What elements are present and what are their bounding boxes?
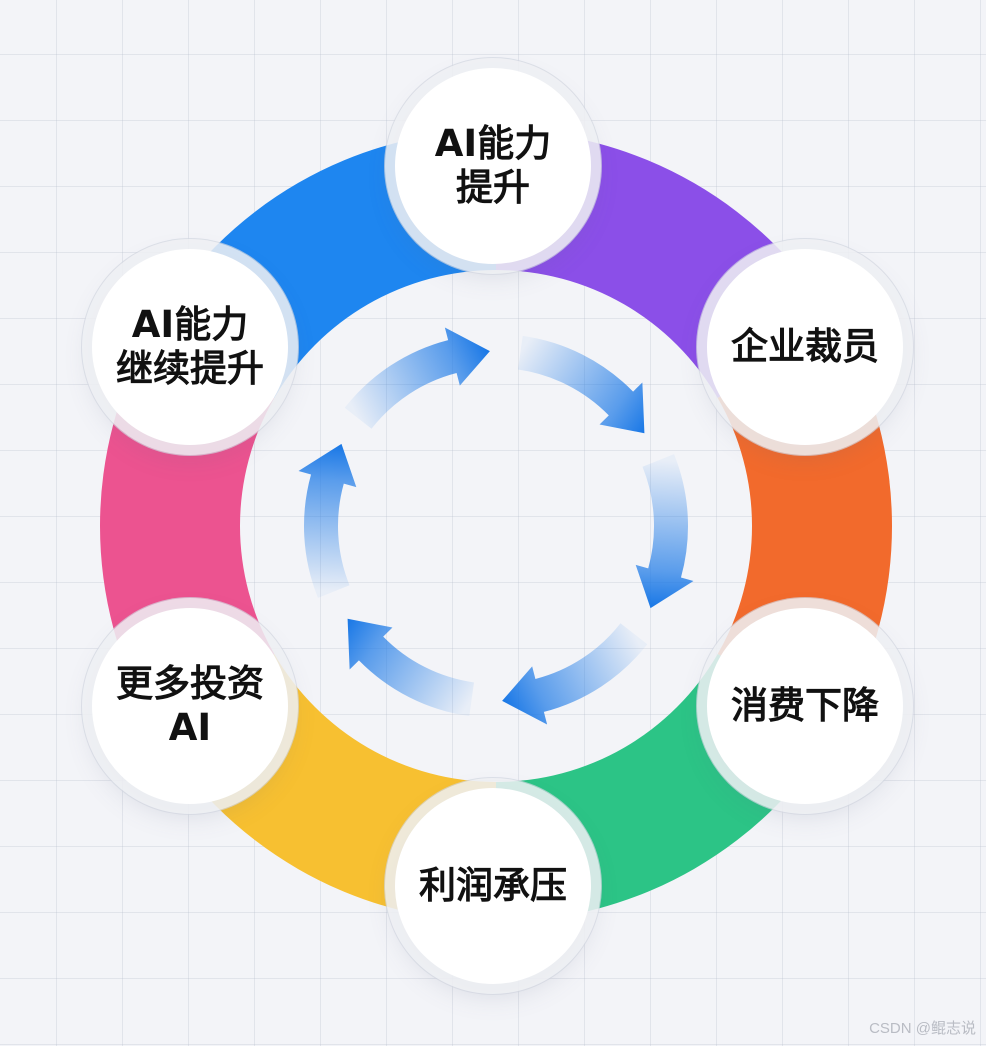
cycle-arrows <box>298 327 694 725</box>
node-ai-capability-keep-up: AI能力 继续提升 <box>92 249 288 445</box>
node-more-ai-investment: 更多投资 AI <box>92 608 288 804</box>
node-label: 更多投资 AI <box>116 661 264 749</box>
node-label: AI能力 继续提升 <box>116 302 264 390</box>
arrow-3 <box>635 454 694 609</box>
arrow-2 <box>517 335 645 434</box>
arrow-6 <box>298 443 357 598</box>
node-label: 利润承压 <box>419 863 567 907</box>
node-label: AI能力 提升 <box>434 121 552 209</box>
arrow-4 <box>502 623 648 725</box>
node-label: 企业裁员 <box>731 324 879 368</box>
arrow-5 <box>347 618 475 717</box>
node-profit-pressure: 利润承压 <box>395 788 591 984</box>
node-ai-capability-up: AI能力 提升 <box>395 68 591 264</box>
watermark: CSDN @鲲志说 <box>869 1020 976 1037</box>
node-layoffs: 企业裁员 <box>707 249 903 445</box>
arrow-1 <box>344 327 490 429</box>
node-label: 消费下降 <box>731 683 879 727</box>
node-consumption-down: 消费下降 <box>707 608 903 804</box>
